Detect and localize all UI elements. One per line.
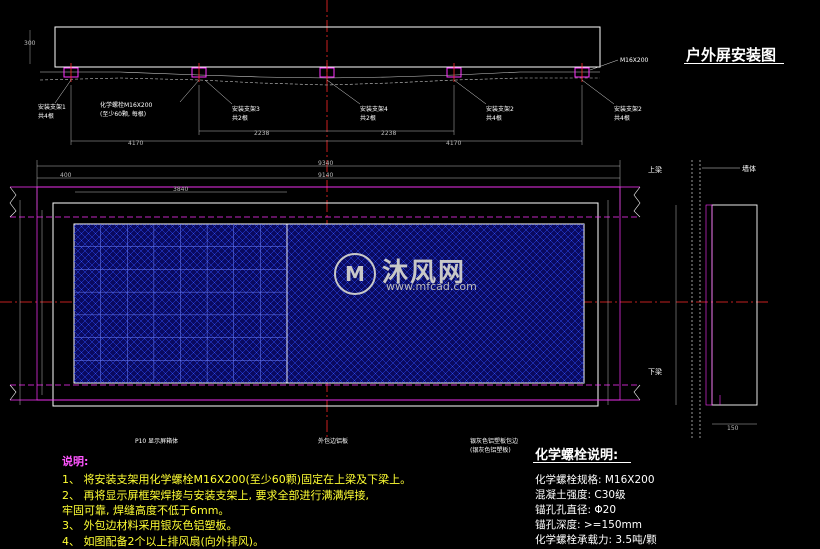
beam-break-lines [9, 186, 641, 401]
note-item: 4、 如图配备2个以上排风扇(向外排风)。 [62, 535, 265, 548]
chem-bolt-item: 锚孔孔直径: Φ20 [535, 504, 617, 516]
side-elevation [675, 160, 758, 440]
label-wall: 墙体 [742, 164, 756, 173]
dim-150: 150 [727, 425, 739, 432]
dim-4170-right: 4170 [446, 140, 461, 147]
dim-3840: 3840 [173, 186, 188, 193]
chem-bolt-item: 混凝土强度: C30级 [535, 489, 626, 501]
watermark-brand: 沐风网 [382, 258, 467, 288]
note-item: 3、 外包边材料采用银灰色铝塑板。 [62, 519, 238, 532]
label-bolt: 化学螺栓M16X200(至少60颗, 每根) [100, 102, 153, 118]
leader-lines-top [54, 59, 619, 105]
dim-4170-left: 4170 [128, 140, 143, 147]
label-bottom-mid: 外包边铝板 [318, 438, 349, 445]
label-right-bolt: M16X200 [620, 57, 649, 64]
top-view-beam-curve-2 [39, 77, 600, 86]
chem-bolt-item: 锚孔深度: >=150mm [535, 519, 642, 531]
top-dimension-lines [70, 85, 583, 145]
notes-heading: 说明: [62, 455, 89, 468]
bolt-marks [70, 63, 583, 82]
watermark-logo: M [334, 253, 376, 295]
label-upper-beam: 上梁 [648, 165, 662, 174]
dim-2238-left: 2238 [254, 130, 269, 137]
note-item: 1、 将安装支架用化学螺栓M16X200(至少60颗)固定在上梁及下梁上。 [62, 473, 412, 486]
note-item: 2、 再将显示屏框架焊接与安装支架上, 要求全部进行满满焊接, [62, 489, 369, 502]
label-lower-beam: 下梁 [648, 367, 662, 376]
screen-area [73, 223, 585, 384]
front-dimension-lines [19, 160, 621, 405]
watermark-url: www.mfcad.com [386, 280, 477, 293]
dim-2238-right: 2238 [381, 130, 396, 137]
label-bottom-right: 银灰色铝塑板包边(银灰色铝塑板) [470, 438, 519, 454]
dim-400: 400 [60, 172, 72, 179]
dim-300: 300 [24, 40, 36, 47]
outer-frame [52, 202, 599, 407]
dim-width-total: 9340 [318, 160, 333, 167]
screen-hatch [74, 224, 584, 383]
top-view-housing [54, 26, 601, 68]
dim-width-inner: 9140 [318, 172, 333, 179]
label-bottom-left: P10 显示屏箱体 [135, 438, 179, 445]
screen-grid-left [74, 224, 287, 383]
chem-bolt-item: 化学螺栓承载力: 3.5吨/颗 [535, 534, 657, 546]
chem-underline [533, 462, 631, 463]
chem-bolt-item: 化学螺栓规格: M16X200 [535, 474, 655, 486]
chem-bolt-heading: 化学螺栓说明: [535, 448, 619, 463]
title-underline [684, 63, 784, 64]
drawing-title: 户外屏安装图 [686, 46, 777, 64]
note-item: 牢固可靠, 焊缝高度不低于6mm。 [62, 504, 230, 517]
